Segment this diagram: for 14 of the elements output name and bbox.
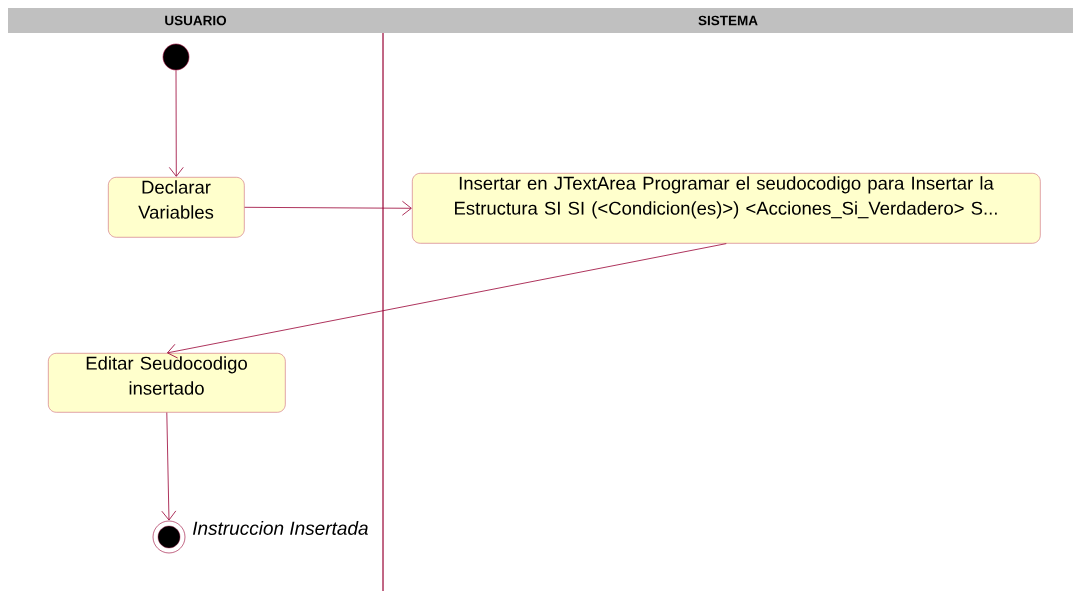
node-label: SISTEMA <box>698 15 758 26</box>
node-label: USUARIO <box>165 15 227 26</box>
final-node <box>152 520 186 554</box>
activity-box: Declarar Variables <box>108 177 245 238</box>
activity-box: Editar Seudocodigo insertado <box>48 353 286 413</box>
lane-header: USUARIO <box>8 8 383 33</box>
node-caption: Instruccion Insertada <box>192 521 368 535</box>
activity-box: Insertar en JTextArea Programar el seudocodigo para Insertar la Estructura SI SI (<Condicion(es)>) <Acciones_Si_Verdadero> S... <box>412 173 1041 244</box>
arrow <box>167 243 727 359</box>
arrow <box>161 412 177 521</box>
arrow <box>244 200 412 216</box>
initial-node <box>162 43 190 71</box>
arrow <box>168 69 184 177</box>
lane-header: SISTEMA <box>383 8 1073 33</box>
